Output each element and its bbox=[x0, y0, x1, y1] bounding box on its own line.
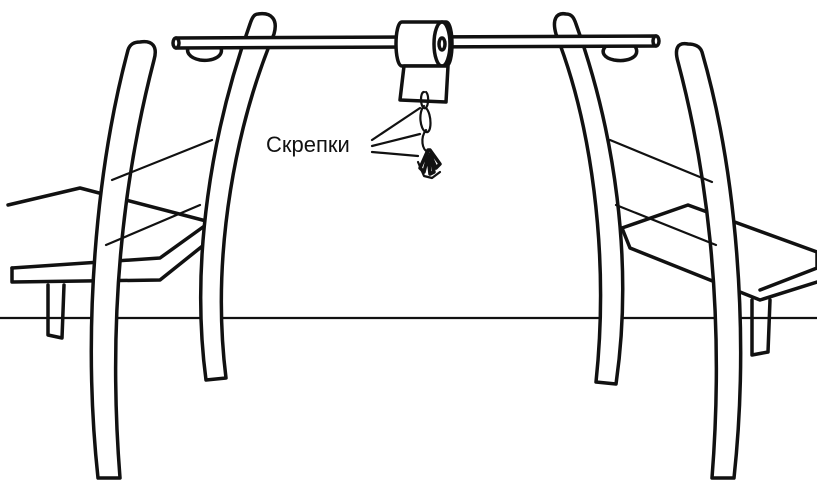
left-chair-seat-edge bbox=[10, 238, 212, 284]
spool-face bbox=[432, 20, 452, 68]
rod-left-end bbox=[171, 36, 181, 50]
right-chair-outer-post bbox=[674, 41, 743, 480]
left-chair bbox=[6, 11, 277, 480]
leader-line-2 bbox=[370, 132, 422, 148]
paper-clips-label: Скрепки bbox=[266, 132, 350, 157]
right-chair-front-leg bbox=[750, 298, 772, 357]
paper-clip-1 bbox=[419, 90, 430, 110]
left-chair-back-rail bbox=[110, 138, 214, 182]
right-chair-inner-post bbox=[552, 11, 625, 386]
paper-clip-2 bbox=[419, 104, 432, 134]
spool-hole bbox=[437, 36, 447, 52]
paper-clip-bunch bbox=[418, 148, 442, 176]
left-chair-outer-post bbox=[89, 39, 157, 480]
right-chair-seat bbox=[620, 203, 817, 292]
left-chair-front-leg bbox=[46, 283, 66, 340]
paper-clips bbox=[416, 90, 442, 180]
right-chair-back-rail bbox=[608, 138, 714, 184]
paper-clip-bunch-bottom bbox=[416, 160, 442, 180]
rod-right-end bbox=[651, 34, 661, 48]
leader-line-3 bbox=[370, 150, 420, 158]
right-chair-seat-edge bbox=[620, 226, 817, 302]
left-chair-inner-post bbox=[199, 11, 277, 382]
paper-strip-body bbox=[398, 64, 450, 104]
spool bbox=[394, 20, 454, 68]
right-chair bbox=[552, 11, 817, 480]
leader-line-1 bbox=[370, 106, 422, 142]
leader-lines bbox=[370, 106, 422, 158]
right-chair-back-rail-low bbox=[614, 203, 718, 247]
paper-strip bbox=[398, 64, 450, 104]
left-chair-back-rail-low bbox=[104, 203, 202, 247]
